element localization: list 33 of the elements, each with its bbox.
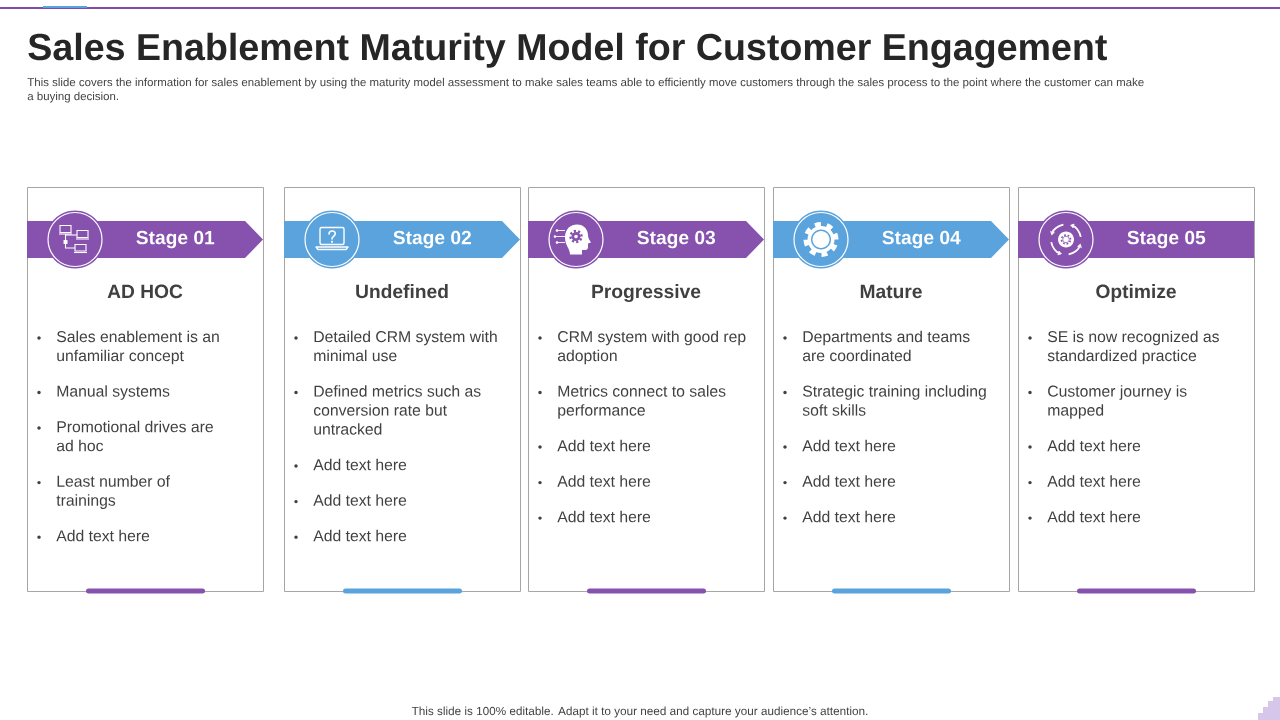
list-item: Add text here <box>557 439 651 452</box>
heading: AD HOC <box>107 284 183 299</box>
list-item: SE is now recognized as standardized practice <box>1047 330 1219 365</box>
list-item: Customer journey is mapped <box>1048 385 1187 419</box>
heading: Mature <box>860 284 922 299</box>
subtitle: This slide covers the information for sales enablement by using the maturity model assessment to make sales teams able to efficiently move customers through the sales process to the point where the customer can make a buying decision. <box>27 77 1144 103</box>
list-item: Strategic training including soft skills <box>802 385 986 416</box>
title: Sales Enablement Maturity Model for Customer Engagement <box>28 32 1107 68</box>
list-item: Add text here <box>313 458 407 471</box>
list-item: Add text here <box>1047 510 1141 523</box>
list-item: Manual systems <box>57 385 170 400</box>
list-item: Add text here <box>313 494 407 506</box>
list-item: Sales enablement is an unfamiliar concept <box>57 330 219 365</box>
list-item: Add text here <box>1047 475 1141 487</box>
list-item: Least number of trainings <box>56 475 170 509</box>
heading: Undefined <box>356 284 448 299</box>
list-item: Add text here <box>802 475 896 487</box>
list-item: CRM system with good rep adoption <box>557 330 746 365</box>
list-item: Add text here <box>557 510 651 523</box>
list-item: Detailed CRM system with minimal use <box>314 330 497 362</box>
list-item: Add text here <box>56 529 150 542</box>
list-item: Add text here <box>313 529 407 542</box>
list-item: Add text here <box>802 510 896 523</box>
heading: Progressive <box>592 284 701 303</box>
list-item: Departments and teams are coordinated <box>802 330 970 362</box>
heading: Optimize <box>1096 284 1176 302</box>
footnote: This slide is 100% editable. Adapt it to your need and capture your audience’s attention. <box>411 706 868 718</box>
list-item: Add text here <box>802 439 896 452</box>
list-item: Add text here <box>557 475 651 487</box>
list-item: Defined metrics such as conversion rate but untracked <box>313 385 481 435</box>
list-item: Add text here <box>1047 439 1141 452</box>
list-item: Metrics connect to sales performance <box>558 385 726 419</box>
list-item: Promotional drives are ad hoc <box>56 420 213 452</box>
